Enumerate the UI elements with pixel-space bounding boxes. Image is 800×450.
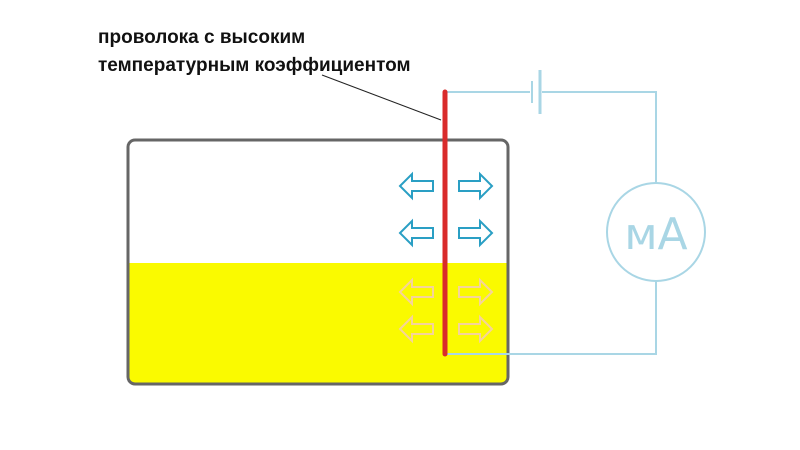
liquid-fill — [128, 263, 508, 384]
circuit-wiring — [445, 91, 657, 355]
wire-label-line-1: проволока с высоким — [98, 27, 306, 48]
battery-icon — [531, 70, 542, 114]
wire-label-line-2: температурным коэффициентом — [98, 55, 411, 76]
label-leader-line — [321, 74, 442, 121]
meter-symbol: мА — [624, 209, 687, 260]
meter-circle — [606, 182, 706, 282]
vessel-outline — [126, 138, 510, 386]
milliammeter: мА — [606, 182, 706, 282]
